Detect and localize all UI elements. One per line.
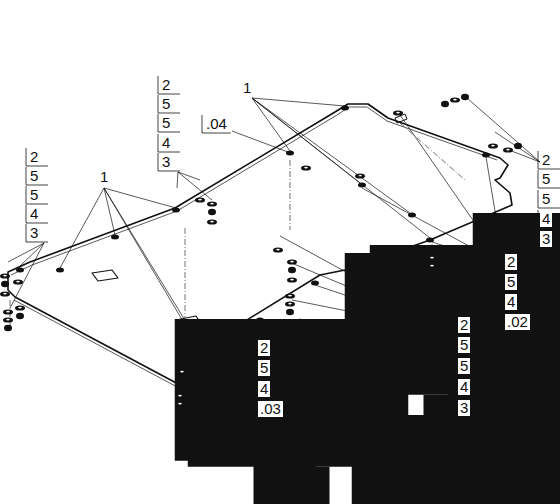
callout-number: 2 <box>160 77 172 93</box>
callout-number: 1 <box>98 169 110 185</box>
callout-frame <box>158 134 180 152</box>
callout-frame <box>202 115 231 133</box>
callout-frame <box>538 151 560 169</box>
leader-lines <box>8 98 540 412</box>
callout-number: 5 <box>458 337 470 353</box>
callout-number: .03 <box>258 401 283 417</box>
callout-number: 3 <box>540 231 552 247</box>
callout-number: .04 <box>204 116 229 132</box>
callout-number: 2 <box>258 340 270 356</box>
callout-frame <box>26 205 48 223</box>
callout-frame <box>456 378 478 396</box>
callout-number: 4 <box>160 135 172 151</box>
callout-number: 3 <box>28 225 40 241</box>
callout-number: 5 <box>28 187 40 203</box>
callout-frame <box>158 153 180 171</box>
callout-number: 2 <box>505 254 517 270</box>
callout-frame <box>456 357 478 375</box>
callout-number: 4 <box>505 294 517 310</box>
callout-frame <box>256 400 285 418</box>
callout-number: 5 <box>540 191 552 207</box>
callout-frame <box>256 380 278 398</box>
callout-number: 5 <box>258 360 270 376</box>
callout-frame <box>538 230 560 248</box>
callout-number: 5 <box>458 358 470 374</box>
callout-number: 5 <box>540 171 552 187</box>
callout-frame <box>26 167 48 185</box>
callout-frame <box>503 253 525 271</box>
callout-number: 4 <box>28 206 40 222</box>
callout-number: 1 <box>241 80 253 96</box>
callout-frame <box>26 148 48 166</box>
callout-frame <box>256 339 278 357</box>
callout-number: 3 <box>458 400 470 416</box>
callout-frame <box>538 210 560 228</box>
callout-frame <box>456 399 478 417</box>
callout-frame <box>503 313 532 331</box>
callout-frame <box>538 190 560 208</box>
fastener-set <box>0 94 560 504</box>
callout-number: 5 <box>160 96 172 112</box>
callout-frame <box>456 316 478 334</box>
callout-number: 2 <box>540 152 552 168</box>
callout-number: 5 <box>160 115 172 131</box>
callout-number: 2 <box>28 149 40 165</box>
callout-number: 3 <box>160 154 172 170</box>
callout-number: 4 <box>458 379 470 395</box>
callout-frame <box>26 224 48 242</box>
callout-number: 5 <box>505 274 517 290</box>
callout-number: 4 <box>258 381 270 397</box>
callout-frame <box>538 170 560 188</box>
callout-frame <box>503 293 525 311</box>
callout-number: 2 <box>458 317 470 333</box>
callout-frame <box>158 95 180 113</box>
callout-number: 4 <box>540 211 552 227</box>
callout-frame <box>456 336 478 354</box>
callout-number: 5 <box>28 168 40 184</box>
callout-frame <box>256 359 278 377</box>
callout-frame <box>26 186 48 204</box>
callout-number: .02 <box>505 314 530 330</box>
callout-frame <box>158 76 180 94</box>
callout-frame <box>158 114 180 132</box>
callout-frame <box>503 273 525 291</box>
